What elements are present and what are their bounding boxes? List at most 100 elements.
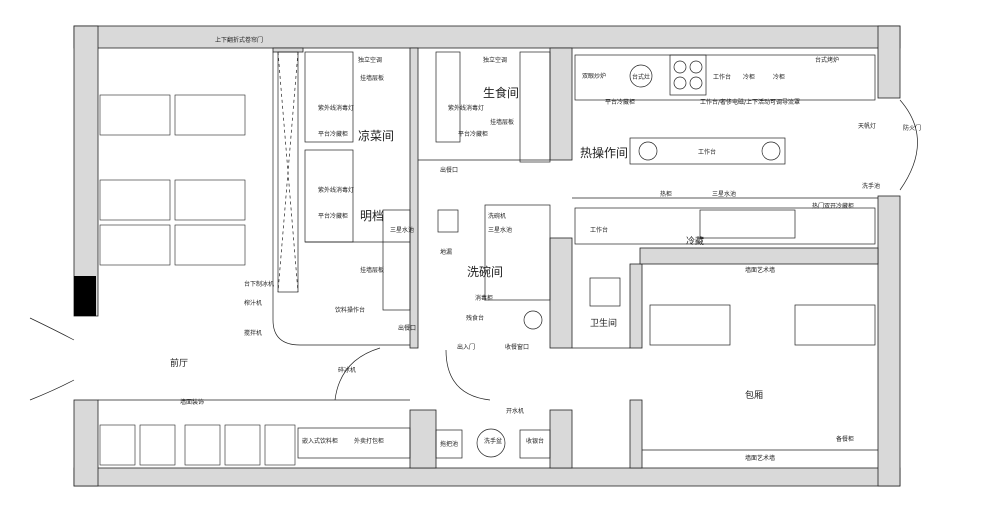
south-line [574,207,876,245]
label-uv-1: 紫外线消毒灯 [318,104,354,112]
label-ice: 台下制冰机 [244,280,274,288]
walls [73,25,901,487]
private-table-2 [794,304,876,346]
label-ac-1: 独立空调 [358,56,382,64]
label-steamer: 台式灶 [632,73,650,81]
restroom-wall-lower [629,399,643,469]
label-water-heater: 开水机 [506,407,524,415]
partition [272,47,304,53]
triple-sink [699,209,796,239]
label-sink-3: 三星水池 [712,190,736,198]
label-ice-maker: 碎冰机 [338,366,356,374]
room-labels: 前厅 凉菜间 明档 生食间 热操作间 洗碗间 卫生间 包厢 冷藏 [170,85,763,401]
label-work-1: 工作台 [713,73,731,81]
raw-food-shelf [519,51,551,163]
label-wall-shelf: 挂墙层板 [490,118,514,126]
label-dish-washer: 洗碗机 [488,212,506,220]
label-chiller-2: 冷柜 [773,73,785,81]
room-restroom: 卫生间 [590,317,617,329]
label-work-3: 工作台 [590,226,608,234]
linework [29,51,918,459]
raw-food-counter [435,51,461,143]
room-private: 包厢 [745,389,763,401]
dish-door [445,349,491,401]
kitchen-partition-1 [409,47,419,349]
kitchen-partition-3 [549,237,573,349]
room-hot-kitchen: 热操作间 [580,145,628,160]
label-fire-door: 防火门 [903,124,921,132]
label-double-door: 热门双开冷藏柜 [812,202,854,210]
hot-line [574,54,876,101]
label-uv-2: 紫外线消毒灯 [318,186,354,194]
fixture-labels: 上下翻折式卷帘门 独立空调 独立空调 挂墙层板 平台冷藏柜 平台冷藏柜 平台冷藏… [180,36,921,462]
front-hall-seating [99,94,296,466]
label-side-cabinet: 备餐柜 [836,435,854,443]
label-mop-pool: 拖把池 [440,440,458,448]
label-exit-door: 出入门 [457,343,475,351]
room-open-stall: 明档 [360,209,384,223]
restroom-toilet [589,277,621,307]
stove [669,54,707,96]
label-hot-cabinet: 热柜 [660,190,672,198]
label-serving-1: 出餐口 [440,166,458,174]
label-display: 外卖打包柜 [354,437,384,445]
north-wall [73,25,901,49]
label-shelf-1: 挂墙层板 [360,74,384,82]
column [74,276,96,316]
cold-dish-counter [304,51,354,143]
label-ac-2: 独立空调 [483,56,507,64]
fire-exit-door [899,99,918,191]
label-steam: 消毒柜 [475,294,493,302]
label-counter: 收银台 [526,437,544,445]
room-cold-dish: 凉菜间 [358,128,394,143]
label-recessed: 嵌入式饮料柜 [302,437,338,445]
label-sink-2: 三星水池 [488,226,512,234]
room-dishwashing: 洗碗间 [467,264,503,279]
private-room-north-wall [639,247,879,265]
private-table-1 [649,304,731,346]
cold-dish-counter-2 [304,149,354,243]
label-sink-1: 三星水池 [390,226,414,234]
label-blender: 搅拌机 [244,329,262,337]
east-wall-upper [877,25,901,99]
label-roller-shutter: 上下翻折式卷帘门 [215,36,263,44]
south-partition-2 [549,409,573,469]
label-bench-3: 平台冷藏柜 [458,130,488,138]
label-roast: 台式烤炉 [815,56,839,64]
hand-wash-box [437,209,459,233]
south-partition-1 [409,409,437,469]
label-uv-3: 紫外线消毒灯 [448,104,484,112]
west-wall-lower [73,399,99,487]
label-bench-1: 平台冷藏柜 [318,130,348,138]
label-drink: 饮料操作台 [335,306,365,314]
label-wall-decor: 墙面装饰 [180,398,204,406]
bar-counter [277,51,299,293]
label-hand-wash: 洗手池 [862,182,880,190]
label-exhaust-lamp: 天帆灯 [858,122,876,130]
label-chiller-1: 冷柜 [743,73,755,81]
label-juicer: 榨汁机 [244,299,262,307]
center-island [629,137,786,165]
label-dish-rack: 残食台 [466,314,484,322]
east-wall-lower [877,195,901,487]
label-serving-2: 出餐口 [398,324,416,332]
main-door [29,317,75,341]
label-hood: 工作台/奢侈电磁/上下活动可调导流罩 [700,98,800,106]
room-front-hall: 前厅 [170,357,188,369]
restroom-wall [629,263,643,349]
dish-sink-row [484,204,551,301]
label-drain: 地漏 [440,248,452,256]
south-wall [73,467,901,487]
room-raw-food: 生食间 [483,85,519,100]
label-bench-2: 平台冷藏柜 [318,212,348,220]
label-shelf-2: 挂墙层板 [360,266,384,274]
label-bench-4: 平台冷藏柜 [605,98,635,106]
hand-wash-basin [476,428,506,458]
dish-basin [523,310,543,330]
label-art-wall-2: 墙面艺术墙 [745,454,775,462]
label-serving-3: 收餐窗口 [505,343,529,351]
label-handwash-basin: 洗手盆 [484,437,502,445]
label-gas-stove: 双眼炒炉 [582,72,606,80]
wok [629,64,653,88]
